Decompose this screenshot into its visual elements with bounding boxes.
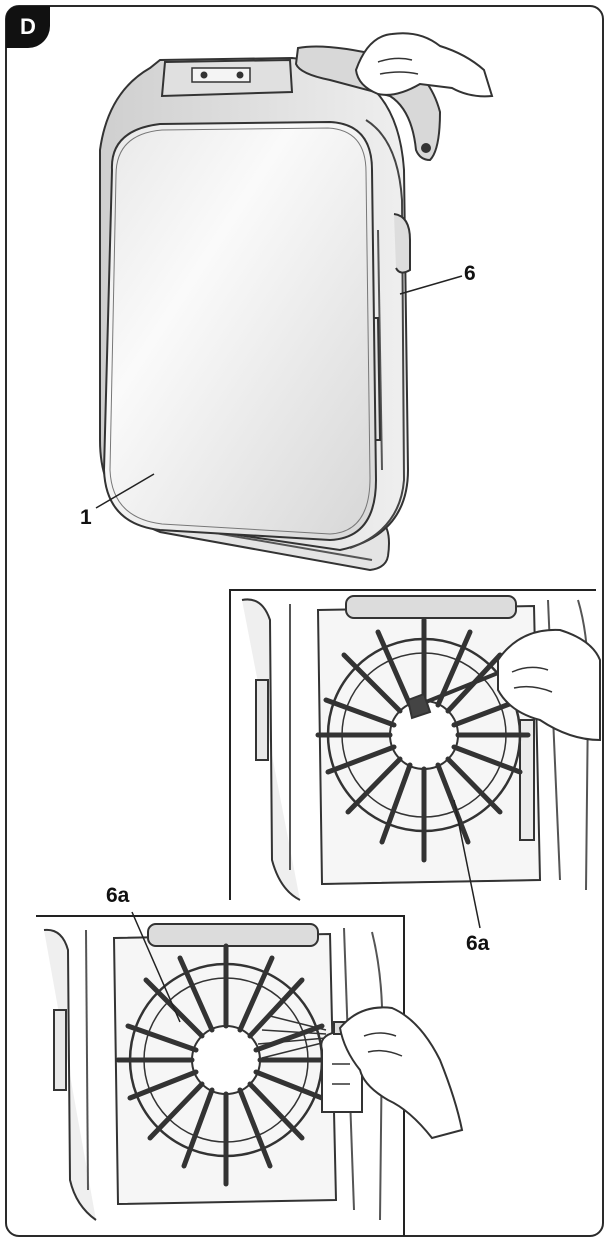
- step-badge: D: [6, 6, 50, 48]
- callout-side-panel: 6: [464, 262, 476, 285]
- leader-line-inset2: [131, 911, 181, 1023]
- inset-spray-cleaning: [36, 915, 464, 1236]
- callout-fan-inset1: 6a: [466, 932, 490, 955]
- leader-line-inset1: [453, 799, 481, 929]
- air-purifier-illustration: [99, 32, 494, 572]
- leader-lines-main: [95, 275, 463, 509]
- figure-frame: [5, 5, 604, 1237]
- callout-fan-inset2: 6a: [106, 884, 130, 907]
- inset-brush-cleaning: [229, 589, 601, 901]
- callout-filter: 1: [80, 506, 92, 529]
